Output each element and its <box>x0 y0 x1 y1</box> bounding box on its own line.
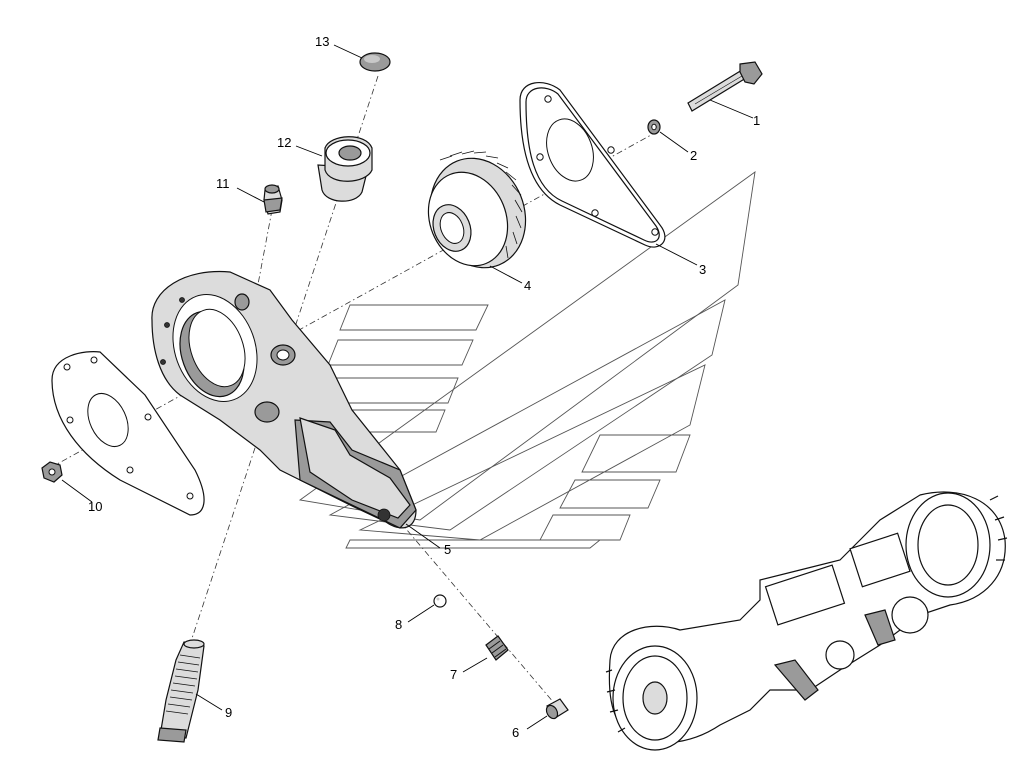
callout-8: 8 <box>395 617 402 632</box>
leader-3 <box>655 243 698 266</box>
cap-icon <box>359 52 391 72</box>
callout-7: 7 <box>450 667 457 682</box>
bushing-icon <box>317 136 373 202</box>
worm-gear-icon <box>427 150 527 269</box>
leader-10 <box>61 479 93 503</box>
bolt-icon <box>687 61 763 112</box>
leader-5 <box>405 523 441 549</box>
worm-shaft-icon <box>157 639 205 743</box>
leader-4 <box>489 265 523 284</box>
callout-1: 1 <box>753 113 760 128</box>
leader-12 <box>295 145 323 157</box>
callout-9: 9 <box>225 705 232 720</box>
callout-6: 6 <box>512 725 519 740</box>
leader-8 <box>407 604 435 623</box>
callout-labels: 1 2 3 4 5 6 7 8 9 10 11 12 13 <box>88 34 760 740</box>
grease-nipple-icon <box>263 184 283 215</box>
callout-5: 5 <box>444 542 451 557</box>
plug-icon <box>545 698 569 720</box>
leader-2 <box>659 131 689 153</box>
leader-6 <box>526 715 548 730</box>
axle-assembly-icon <box>605 491 1008 751</box>
washer-icon <box>647 119 661 135</box>
callout-10: 10 <box>88 499 102 514</box>
leader-7 <box>462 657 488 673</box>
leader-13 <box>333 44 363 59</box>
callout-13: 13 <box>315 34 329 49</box>
cover-plate-icon <box>519 82 666 248</box>
nut-icon <box>41 461 63 483</box>
gasket-plate-icon <box>51 351 205 516</box>
leader-1 <box>709 99 754 119</box>
callout-2: 2 <box>690 148 697 163</box>
callout-3: 3 <box>699 262 706 277</box>
leader-lines <box>61 44 754 730</box>
callout-11: 11 <box>216 176 230 191</box>
leader-9 <box>195 693 223 711</box>
ball-icon <box>433 594 447 608</box>
slack-adjuster-housing-icon <box>151 270 417 529</box>
spring-icon <box>485 635 509 661</box>
leader-11 <box>236 187 265 203</box>
callout-4: 4 <box>524 278 531 293</box>
callout-12: 12 <box>277 135 291 150</box>
